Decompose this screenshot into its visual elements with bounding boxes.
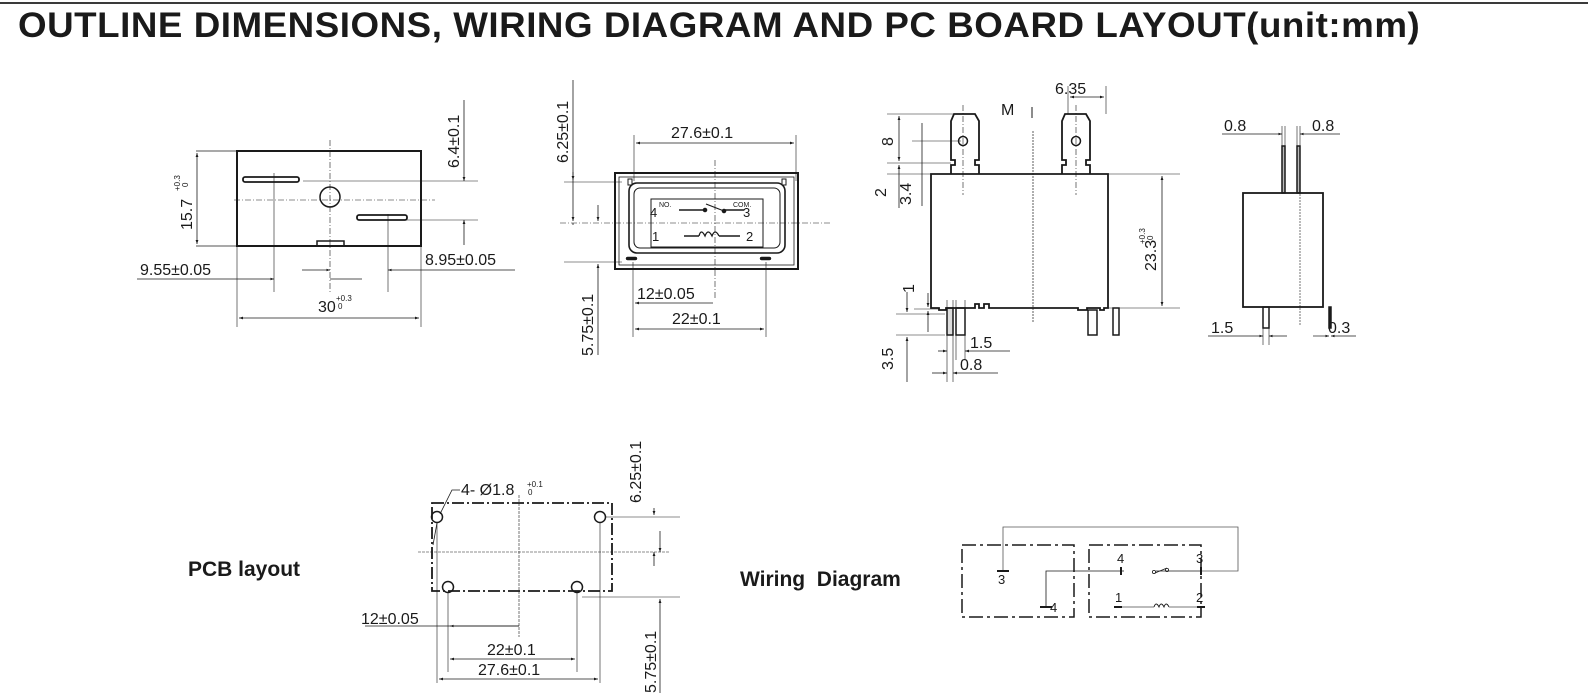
dim-end-tab-left: 0.8 — [1224, 118, 1246, 135]
pin-left-b — [955, 307, 966, 336]
pcb-dim-coil-span: 22±0.1 — [487, 642, 536, 659]
dim-end-tab-right: 0.8 — [1312, 118, 1334, 135]
pcb-hole-tol-upper: +0.1 — [527, 480, 543, 489]
dim-pin-width: 1.5 — [970, 335, 992, 352]
wiring-left-pin-4: 4 — [1050, 600, 1057, 615]
pin-coil-1: 1 — [652, 229, 659, 244]
bottom-notch — [316, 240, 345, 246]
label-frame-inner — [633, 187, 781, 249]
dim-bottom-coil-span: 22±0.1 — [672, 311, 721, 328]
mark-m: M — [1001, 102, 1014, 119]
dim-bottom-pin-span: 27.6±0.1 — [671, 125, 733, 142]
dim-top-width-tol-upper: +0.3 — [336, 294, 352, 303]
pin-marker-left — [627, 178, 633, 186]
wiring-diagram — [961, 526, 1239, 618]
side-view-labels: 6.35 M 8 2 3.4 23.3 +0.3 0 1 3.5 1.5 0.8 — [873, 81, 1160, 374]
top-view — [137, 100, 515, 327]
bottom-view-body — [614, 172, 799, 270]
wiring-box-left — [961, 544, 1075, 618]
dim-hole-offset: 3.4 — [898, 183, 915, 205]
dim-body-height-tol-upper: +0.3 — [1138, 228, 1147, 244]
dim-top-width-tol-lower: 0 — [338, 302, 343, 311]
coil-pin-right — [759, 256, 772, 261]
coil-pin-left — [625, 256, 638, 261]
pcb-dim-bottom-offset: 5.75±0.1 — [643, 631, 660, 693]
dim-tab-height: 8 — [880, 137, 897, 146]
pcb-layout-label: PCB layout — [188, 558, 301, 581]
end-view-body — [1242, 192, 1324, 308]
dim-top-left-offset: 9.55±0.05 — [140, 262, 211, 279]
side-view — [887, 86, 1180, 382]
wiring-box-right — [1088, 544, 1202, 618]
dim-end-pin-width: 1.5 — [1211, 320, 1233, 337]
dim-top-width: 30 — [318, 299, 336, 316]
pcb-hole-4 — [570, 580, 584, 594]
dim-pin-length: 3.5 — [880, 348, 897, 370]
label-frame-outer — [628, 182, 786, 254]
pcb-hole-2 — [593, 510, 607, 524]
pcb-hole-spec: 4- Ø1.8 — [461, 482, 514, 499]
wiring-diagram-label: Wiring Diagram — [740, 568, 901, 591]
page-title: OUTLINE DIMENSIONS, WIRING DIAGRAM AND P… — [18, 6, 1421, 45]
bottom-view-labels: 6.25±0.1 5.75±0.1 27.6±0.1 12±0.05 22±0.… — [555, 101, 753, 356]
bottom-view — [560, 80, 830, 355]
end-tab-right — [1296, 145, 1301, 194]
pcb-hole-3 — [441, 580, 455, 594]
end-tab-left — [1281, 145, 1286, 194]
pcb-dim-top-offset: 6.25±0.1 — [628, 441, 645, 503]
dim-body-height-tol-lower: 0 — [1146, 235, 1155, 240]
wiring-pin-1: 1 — [1115, 590, 1122, 605]
dim-bottom-top-offset: 6.25±0.1 — [555, 101, 572, 163]
terminal-slot-left — [242, 176, 300, 183]
wiring-diagram-labels: 3 4 4 3 1 2 — [998, 551, 1203, 615]
pin-no: 4 — [650, 205, 657, 220]
pin-left-a — [946, 307, 954, 336]
pcb-layout — [365, 489, 680, 693]
pcb-hole-tol-lower: 0 — [528, 488, 533, 497]
quick-connect-tab-left — [950, 113, 980, 174]
dim-tab-width: 6.35 — [1055, 81, 1086, 98]
dim-top-height: 15.7 — [179, 199, 196, 230]
pin-no-label: NO. — [659, 202, 672, 209]
dim-end-pin-thickness: 0.3 — [1328, 320, 1350, 337]
dim-top-height-tol-lower: 0 — [181, 182, 190, 187]
end-view — [1208, 126, 1356, 345]
pcb-hole-1 — [430, 510, 444, 524]
pin-com-label: COM. — [733, 202, 751, 209]
quick-connect-tab-right — [1061, 113, 1091, 174]
dim-body-height: 23.3 — [1143, 240, 1160, 271]
end-pin-thin — [1328, 306, 1332, 329]
top-rule — [0, 2, 1588, 4]
wiring-pin-4: 4 — [1117, 551, 1124, 566]
pcb-dim-coil-offset: 12±0.05 — [361, 611, 419, 628]
dim-bottom-bottom-offset: 5.75±0.1 — [580, 294, 597, 356]
dim-pin-thickness: 0.8 — [960, 357, 982, 374]
pin-right-b — [1112, 307, 1120, 336]
pcb-outline — [431, 502, 613, 592]
terminal-slot-right — [356, 214, 408, 221]
dim-top-right-offset: 8.95±0.05 — [425, 252, 496, 269]
pcb-dim-pin-span: 27.6±0.1 — [478, 662, 540, 679]
side-view-body — [930, 173, 1109, 311]
top-view-body — [236, 150, 422, 247]
end-view-labels: 0.8 0.8 1.5 0.3 — [1211, 118, 1350, 337]
wiring-pin-2: 2 — [1196, 590, 1203, 605]
end-pin-wide — [1262, 306, 1270, 329]
dim-bottom-coil-offset: 12±0.05 — [637, 286, 695, 303]
pin-marker-right — [781, 178, 787, 186]
wiring-left-pin-3: 3 — [998, 572, 1005, 587]
pin-com: 3 — [743, 205, 750, 220]
dim-top-terminal-offset: 6.4±0.1 — [446, 115, 463, 168]
dim-standoff: 1 — [901, 284, 918, 293]
dim-tab-base: 2 — [873, 188, 890, 197]
top-view-labels: 15.7 +0.3 0 6.4±0.1 9.55±0.05 8.95±0.05 … — [140, 115, 496, 316]
pin-right-a — [1087, 309, 1098, 336]
pin-coil-2: 2 — [746, 229, 753, 244]
dim-top-height-tol-upper: +0.3 — [173, 175, 182, 191]
pcb-layout-labels: 4- Ø1.8 +0.1 0 6.25±0.1 5.75±0.1 12±0.05… — [361, 441, 660, 693]
wiring-pin-3: 3 — [1196, 551, 1203, 566]
